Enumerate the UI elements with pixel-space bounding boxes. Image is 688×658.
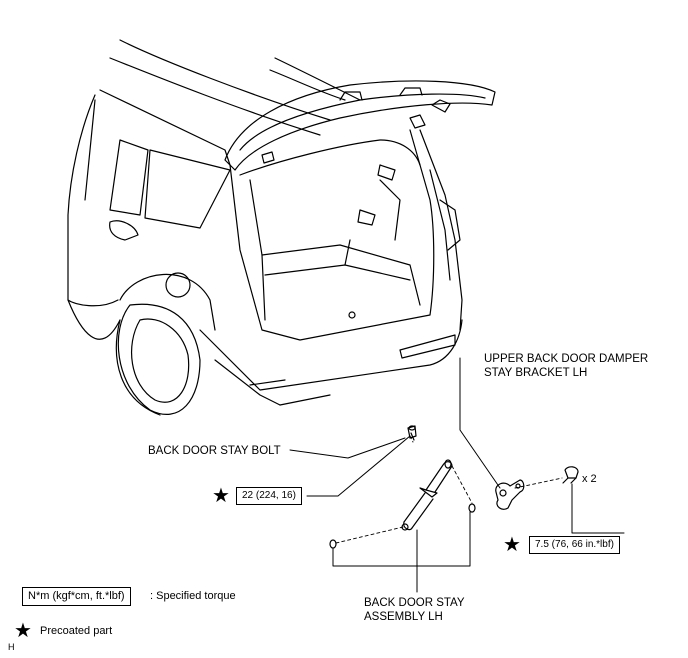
- back-door: [224, 80, 496, 171]
- roof-outline: [109, 39, 361, 136]
- stay-bolt-torque: 22 (224, 16): [236, 487, 302, 505]
- car-body: [67, 89, 463, 416]
- cargo-area: [229, 129, 435, 341]
- precoated-legend-text: Precoated part: [40, 625, 113, 637]
- upper-bracket-label-line1: UPPER BACK DOOR DAMPER: [484, 353, 649, 365]
- stay-assembly-label: BACK DOOR STAY ASSEMBLY LH: [364, 596, 465, 624]
- torque-legend-box: N*m (kgf*cm, ft.*lbf): [22, 587, 131, 606]
- stay-assembly-label-line2: ASSEMBLY LH: [364, 611, 443, 623]
- bolt-quantity: x 2: [582, 473, 597, 485]
- damper-stay: [401, 459, 453, 531]
- precoated-star-icon: ★: [503, 534, 521, 556]
- stay-assembly-label-line1: BACK DOOR STAY: [364, 597, 465, 609]
- precoated-star-icon: ★: [212, 485, 230, 507]
- upper-bracket-label: UPPER BACK DOOR DAMPER STAY BRACKET LH: [484, 352, 648, 380]
- upper-bracket-part: [495, 479, 525, 510]
- dashed-lines: [335, 435, 563, 544]
- leader-lines: [289, 357, 625, 593]
- upper-bracket-label-line2: STAY BRACKET LH: [484, 367, 588, 379]
- torque-legend-text: : Specified torque: [150, 590, 236, 602]
- stay-bolt-part: [407, 425, 417, 441]
- stay-end-bolts: [329, 503, 476, 549]
- bracket-bolt-part: [562, 466, 579, 484]
- tail-side: [399, 129, 463, 359]
- legend-star-icon: ★: [14, 620, 32, 642]
- figure-code: H: [8, 642, 15, 652]
- stay-bolt-label: BACK DOOR STAY BOLT: [148, 445, 281, 457]
- bracket-bolt-torque: 7.5 (76, 66 in.*lbf): [529, 536, 620, 554]
